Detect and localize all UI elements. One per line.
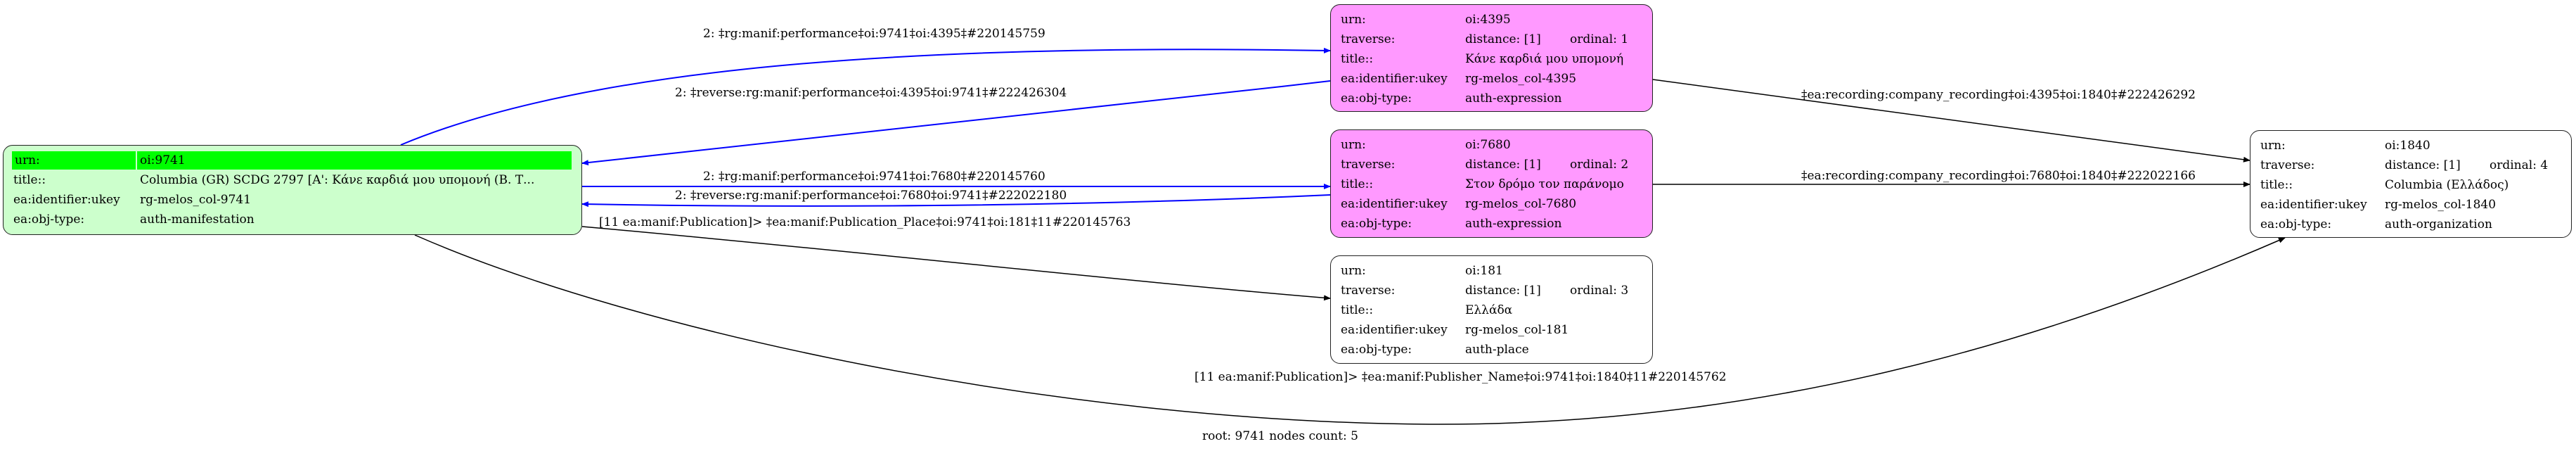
label: urn: [12,151,136,170]
value: Στον δρόμο τον παράνομο [1465,177,1624,191]
node-7680[interactable]: urn: oi:7680 traverse: distance: [1] ordinal… [1330,129,1653,238]
label: ea:identifier:ukey [2260,198,2367,212]
label: traverse: [2260,158,2315,172]
ordinal: ordinal: 1 [1570,32,1629,46]
label: ea:identifier:ukey [1341,197,1448,211]
edge-9741-1840 [414,234,2286,425]
label: title:: [1341,303,1374,317]
label: ea:obj-type: [13,212,85,227]
label: ea:identifier:ukey [1341,323,1448,337]
edge-9741-4395 [400,47,1331,146]
label: title:: [2260,178,2293,192]
row-ukey: ea:identifier:ukey rg-melos_col-9741 [13,191,572,209]
label: title:: [13,173,46,187]
value: auth-expression [1465,91,1562,106]
value: distance: [1] [1465,284,1541,298]
value: Columbia (GR) SCDG 2797 [Α': Κάνε καρδιά… [140,173,535,187]
edge-9741-181 [581,226,1331,301]
ordinal: ordinal: 3 [1570,284,1629,298]
value: auth-organization [2385,217,2492,231]
value: oi:4395 [1465,13,1511,27]
row-urn: urn:oi:9741 [12,151,572,170]
node-9741[interactable]: urn:oi:9741 title::Columbia (GR) SCDG 27… [3,145,582,235]
edge-label-9741-7680: 2: ‡rg:manif:performance‡oi:9741‡oi:7680… [703,170,1045,184]
label: urn: [2260,139,2286,153]
label: title:: [1341,177,1374,191]
label: ea:obj-type: [1341,343,1412,357]
label: ea:identifier:ukey [1341,72,1448,86]
label: ea:obj-type: [1341,91,1412,106]
label: traverse: [1341,32,1396,46]
edge-label-7680-1840: ‡ea:recording:company_recording‡oi:7680‡… [1801,169,2196,183]
ordinal: ordinal: 2 [1570,158,1629,172]
label: traverse: [1341,284,1396,298]
value: distance: [1] [2385,158,2461,172]
row-type: ea:obj-type: auth-manifestation [13,210,572,229]
label: urn: [1341,138,1366,152]
edge-7680-9741 [581,194,1331,208]
value: rg-melos_col-7680 [1465,197,1577,211]
value: oi:7680 [1465,138,1511,152]
label: urn: [1341,264,1366,278]
edge-label-7680-9741: 2: ‡reverse:rg:manif:performance‡oi:7680… [675,189,1067,203]
edge-4395-1840 [1652,79,2250,163]
edge-label-9741-4395: 2: ‡rg:manif:performance‡oi:9741‡oi:4395… [703,27,1045,41]
label: title:: [1341,52,1374,66]
value: distance: [1] [1465,158,1541,172]
node-1840[interactable]: urn: oi:1840 traverse: distance: [1] ordinal… [2250,130,2572,238]
ordinal: ordinal: 4 [2490,158,2549,172]
edge-label-4395-9741: 2: ‡reverse:rg:manif:performance‡oi:4395… [675,86,1067,100]
value: auth-expression [1465,217,1562,231]
label: urn: [1341,13,1366,27]
graph-footer: root: 9741 nodes count: 5 [1202,429,1358,443]
value: Ελλάδα [1465,303,1513,317]
value: rg-melos_col-4395 [1465,72,1577,86]
node-4395[interactable]: urn: oi:4395 traverse: distance: [1] ordinal… [1330,4,1653,112]
label: ea:obj-type: [1341,217,1412,231]
value: Κάνε καρδιά μου υπομονή [1465,52,1624,66]
value: rg-melos_col-1840 [2385,198,2497,212]
value: oi:9741 [137,151,572,170]
label: traverse: [1341,158,1396,172]
edge-label-9741-1840: [11 ea:manif:Publication]> ‡ea:manif:Pub… [1194,370,1727,384]
value: auth-manifestation [140,212,255,227]
row-title: title::Columbia (GR) SCDG 2797 [Α': Κάνε… [13,171,572,189]
node-181[interactable]: urn: oi:181 traverse: distance: [1] ordinal:… [1330,255,1653,364]
value: oi:181 [1465,264,1503,278]
edge-label-9741-181: [11 ea:manif:Publication]> ‡ea:manif:Pub… [599,215,1131,229]
label: ea:identifier:ukey [13,193,120,207]
edge-label-4395-1840: ‡ea:recording:company_recording‡oi:4395‡… [1801,88,2196,102]
value: oi:1840 [2385,139,2430,153]
value: auth-place [1465,343,1529,357]
value: distance: [1] [1465,32,1541,46]
label: ea:obj-type: [2260,217,2332,231]
value: rg-melos_col-181 [1465,323,1569,337]
value: Columbia (Ελλάδος) [2385,178,2509,192]
value: rg-melos_col-9741 [140,193,252,207]
